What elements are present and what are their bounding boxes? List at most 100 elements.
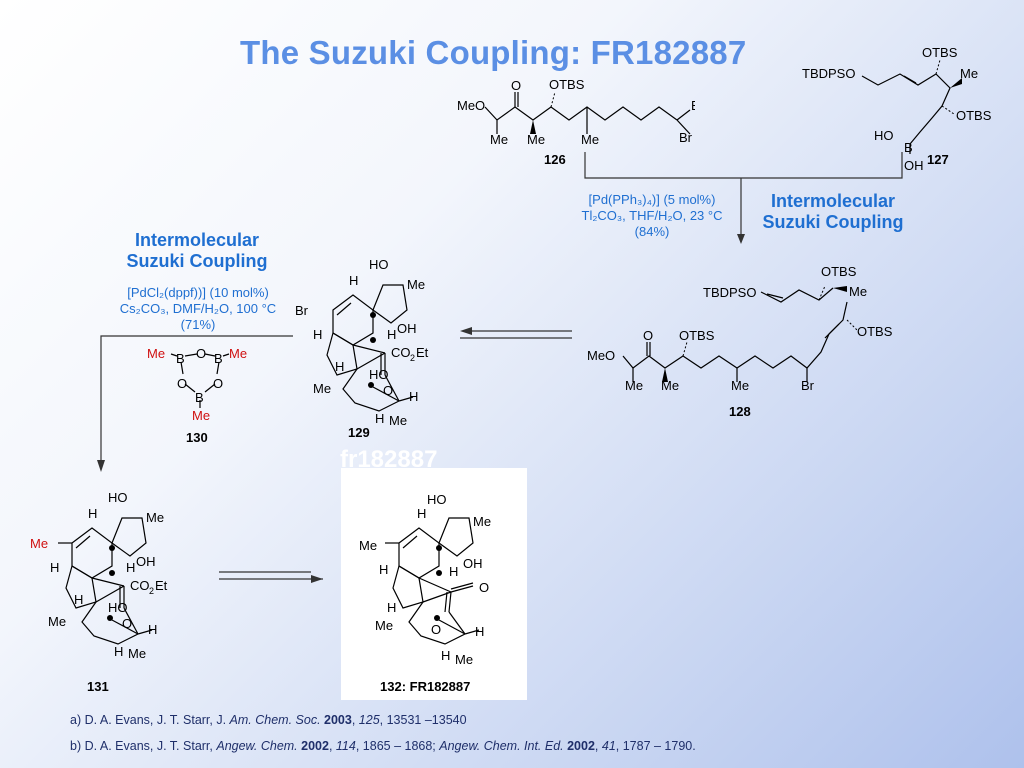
svg-text:Et: Et (155, 578, 168, 593)
svg-text:Me: Me (30, 536, 48, 551)
svg-text:Me: Me (48, 614, 66, 629)
svg-text:Et: Et (416, 345, 429, 360)
svg-text:H: H (409, 389, 418, 404)
svg-text:O: O (196, 346, 206, 361)
svg-text:Me: Me (581, 132, 599, 147)
svg-text:H: H (88, 506, 97, 521)
step1-reagents: Tl₂CO₃, THF/H₂O, 23 °C (581, 208, 723, 223)
svg-text:OH: OH (136, 554, 156, 569)
ref-b-year2: 2002 (567, 739, 595, 753)
svg-text:HO: HO (108, 490, 128, 505)
svg-text:2: 2 (410, 353, 415, 363)
reference-b: b) D. A. Evans, J. T. Starr, Angew. Chem… (70, 739, 696, 753)
step1-catalyst: [Pd(PPh₃)₄)] (5 mol%) (588, 192, 716, 207)
reference-a: a) D. A. Evans, J. T. Starr, J. Am. Chem… (70, 713, 467, 727)
compound-131-label: 131 (87, 679, 109, 694)
step2-yield: (71%) (180, 317, 216, 332)
step1-label-line2: Suzuki Coupling (762, 212, 904, 232)
ref-b-pages: , 1865 – 1868; (355, 739, 440, 753)
svg-text:H: H (387, 600, 396, 615)
svg-text:B: B (195, 390, 204, 405)
svg-text:Me: Me (473, 514, 491, 529)
svg-text:O: O (213, 376, 223, 391)
svg-text:CO: CO (391, 345, 411, 360)
compound-127-label: 127 (927, 152, 949, 167)
ref-b-pages2: , 1787 – 1790. (615, 739, 696, 753)
svg-text:Me: Me (661, 378, 679, 393)
step2-reagents: Cs₂CO₃, DMF/H₂O, 100 °C (119, 301, 277, 316)
svg-text:Me: Me (407, 277, 425, 292)
svg-text:O: O (122, 616, 132, 631)
svg-text:HO: HO (108, 600, 128, 615)
svg-text:HO: HO (874, 128, 894, 143)
ref-a-journal: Am. Chem. Soc. (229, 713, 321, 727)
ref-b-journal2: Angew. Chem. Int. Ed. (439, 739, 564, 753)
svg-text:OTBS: OTBS (956, 108, 992, 123)
svg-text:B: B (176, 351, 185, 366)
svg-text:Me: Me (625, 378, 643, 393)
compound-128-label: 128 (729, 404, 751, 419)
svg-text:OH: OH (463, 556, 483, 571)
svg-text:OTBS: OTBS (549, 77, 585, 92)
ref-a-pages: , 13531 –13540 (379, 713, 467, 727)
svg-text:Me: Me (229, 346, 247, 361)
svg-text:H: H (349, 273, 358, 288)
svg-text:Me: Me (731, 378, 749, 393)
svg-text:OTBS: OTBS (922, 45, 958, 60)
svg-text:HO: HO (369, 367, 389, 382)
svg-text:H: H (417, 506, 426, 521)
compound-126-label: 126 (544, 152, 566, 167)
svg-text:H: H (475, 624, 484, 639)
svg-text:B: B (904, 140, 913, 155)
step1-label: Intermolecular Suzuki Coupling (748, 191, 918, 233)
svg-text:H: H (50, 560, 59, 575)
svg-text:H: H (114, 644, 123, 659)
svg-text:Me: Me (389, 413, 407, 428)
svg-text:Me: Me (313, 381, 331, 396)
svg-text:H: H (387, 327, 396, 342)
step2-label-line1: Intermolecular (134, 230, 260, 250)
svg-text:TBDPSO: TBDPSO (703, 285, 756, 300)
svg-text:CO: CO (130, 578, 150, 593)
svg-text:Me: Me (960, 66, 978, 81)
compound-129-label: 129 (348, 425, 370, 440)
svg-text:O: O (643, 328, 653, 343)
ref-a-vol: 125 (358, 713, 380, 727)
forward-arrow-131-132 (219, 571, 323, 583)
svg-text:H: H (449, 564, 458, 579)
svg-text:Me: Me (146, 510, 164, 525)
step1-yield: (84%) (634, 224, 670, 239)
svg-text:H: H (148, 622, 157, 637)
svg-text:O: O (177, 376, 187, 391)
svg-text:H: H (335, 359, 344, 374)
svg-text:OTBS: OTBS (821, 264, 857, 279)
svg-text:H: H (379, 562, 388, 577)
svg-text:Me: Me (192, 408, 210, 423)
svg-text:HO: HO (427, 492, 447, 507)
svg-text:Me: Me (490, 132, 508, 147)
svg-text:Me: Me (147, 346, 165, 361)
ref-b-vol: 114 (335, 739, 356, 753)
compound-130-label: 130 (186, 430, 208, 445)
svg-text:TBDPSO: TBDPSO (802, 66, 855, 81)
step2-label-line2: Suzuki Coupling (126, 251, 268, 271)
svg-text:HO: HO (369, 257, 389, 272)
bracket-arrow-129-131 (97, 335, 293, 472)
compound-132-label: 132: FR182887 (380, 679, 471, 694)
svg-text:H: H (74, 592, 83, 607)
svg-text:Me: Me (359, 538, 377, 553)
svg-text:Me: Me (455, 652, 473, 667)
ref-b-journal: Angew. Chem. (216, 739, 298, 753)
svg-text:H: H (126, 560, 135, 575)
svg-text:Me: Me (375, 618, 393, 633)
svg-text:2: 2 (149, 586, 154, 596)
slide-title: The Suzuki Coupling: FR182887 (240, 34, 747, 71)
ref-b-vol2: 41 (601, 739, 616, 753)
ref-b-year: 2002 (301, 739, 329, 753)
svg-text:OTBS: OTBS (679, 328, 715, 343)
